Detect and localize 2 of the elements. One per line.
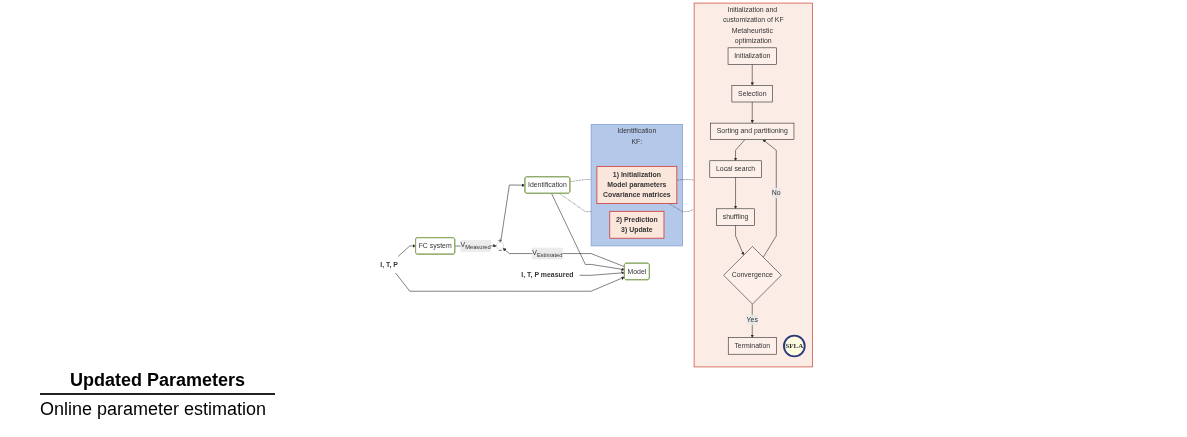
caption-text: Online parameter estimation	[40, 399, 267, 420]
bracket-label: Updated Parameters	[40, 370, 276, 395]
